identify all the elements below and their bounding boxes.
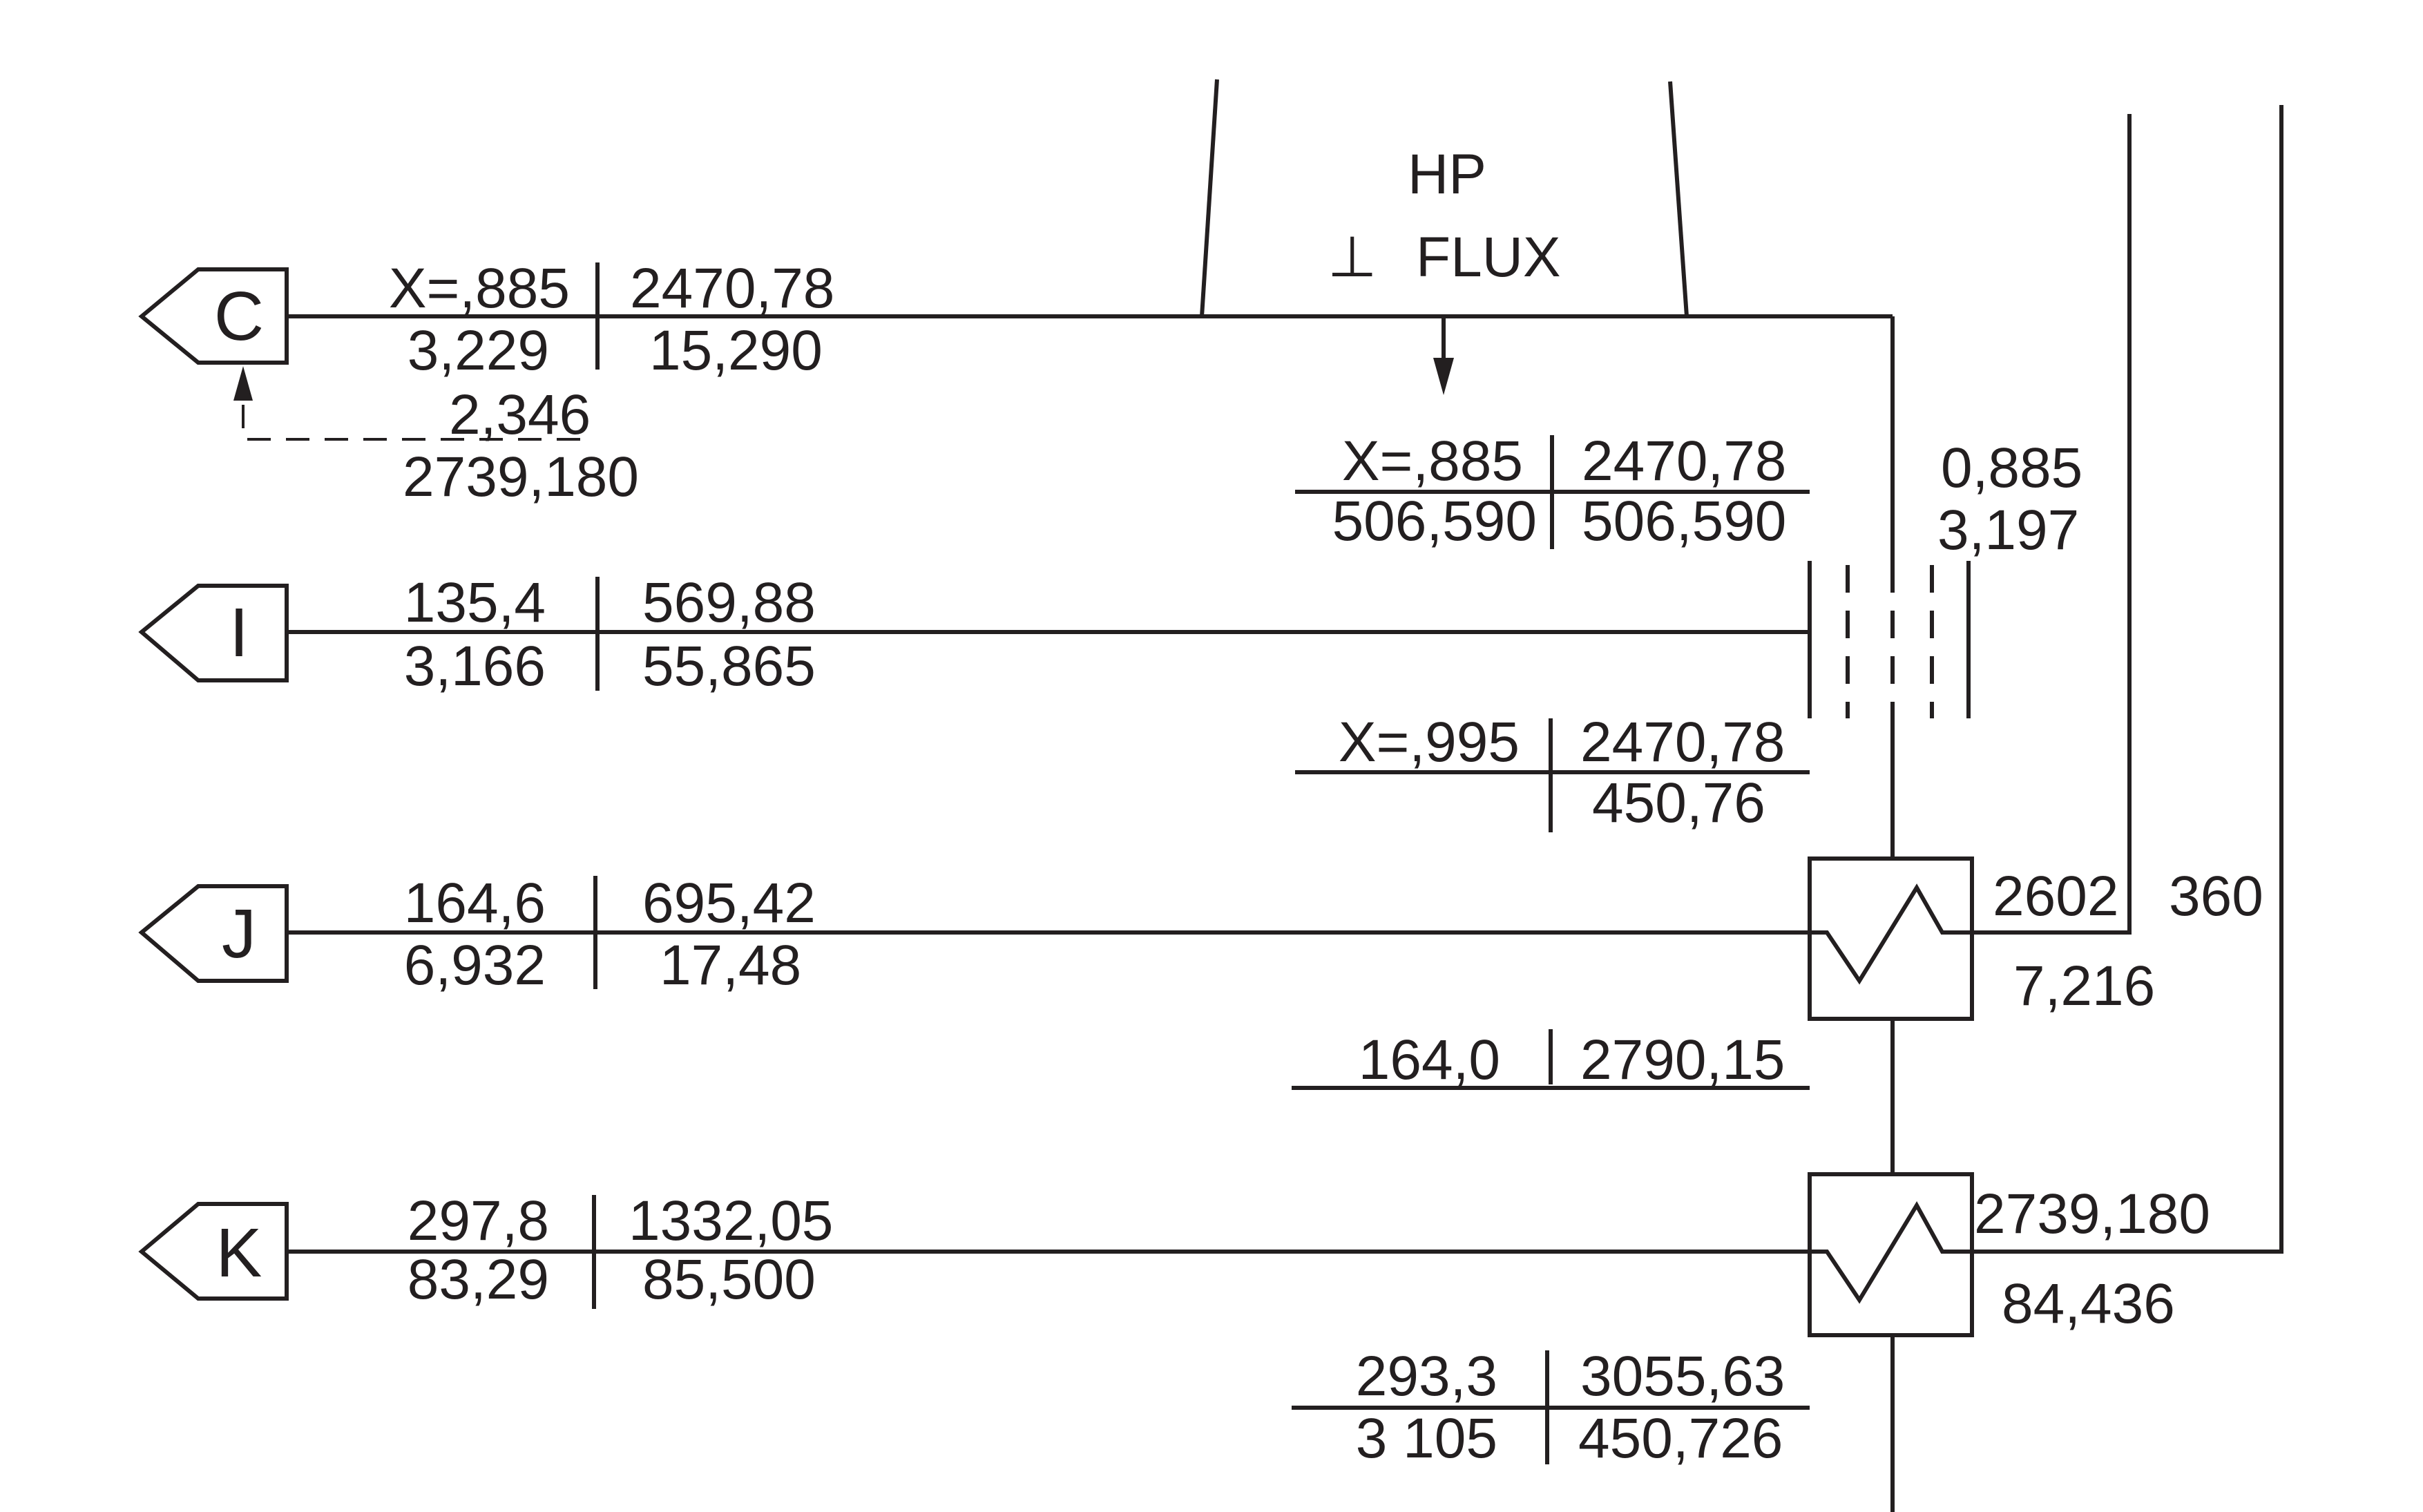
stream-mid-quality: X=,995 <box>1339 711 1520 774</box>
stream-top-table: X=,885 2470,78 506,590 506,590 <box>1295 430 1810 553</box>
line-c-quality: X=,885 <box>389 257 570 320</box>
hx2-value-a: 2739,180 <box>1974 1183 2210 1245</box>
line-k-flow: 85,500 <box>642 1248 816 1311</box>
connector-i-shape <box>138 584 289 682</box>
line-j-pressure: 6,932 <box>404 934 546 997</box>
right-top-value-2: 3,197 <box>1937 499 2079 562</box>
hx2-value-b: 84,436 <box>2002 1272 2175 1335</box>
turbine-left-wall <box>1200 79 1219 317</box>
line-i-enthalpy: 569,88 <box>642 571 816 634</box>
stream-low-table: 164,0 2790,15 <box>1292 1028 1810 1091</box>
stream-bottom-enthalpy: 3055,63 <box>1580 1345 1785 1408</box>
flux-arrow-head <box>1433 358 1454 395</box>
flux-symbol: ⊥ <box>1328 226 1377 289</box>
right-top-value-1: 0,885 <box>1941 437 2082 499</box>
recirc-dashed-line <box>242 397 580 441</box>
line-k-temperature: 297,8 <box>408 1189 549 1252</box>
connector-j: J <box>138 884 289 983</box>
stream-mid-enthalpy: 2470,78 <box>1580 711 1785 774</box>
stream-bottom-flow: 450,726 <box>1578 1407 1783 1470</box>
line-j-flow: 17,48 <box>660 934 801 997</box>
stream-bottom-temperature: 293,3 <box>1356 1345 1497 1408</box>
hx1-value-c: 7,216 <box>2013 955 2155 1017</box>
line-c-enthalpy: 2470,78 <box>630 257 834 320</box>
stream-low-enthalpy: 2790,15 <box>1580 1028 1785 1091</box>
stream-low-temperature: 164,0 <box>1359 1028 1500 1091</box>
connector-k-label: K <box>216 1214 262 1292</box>
stream-top-quality: X=,885 <box>1342 430 1523 492</box>
hx1-coil <box>1810 883 1972 985</box>
connector-c-label: C <box>214 278 264 355</box>
line-j-temperature: 164,6 <box>404 872 546 935</box>
recirc-value-bottom: 2739,180 <box>403 446 639 508</box>
hx1-value-b: 360 <box>2169 865 2263 928</box>
hx1-steam-line <box>1972 114 2132 935</box>
connector-i-label: I <box>229 594 249 671</box>
hx2-coil <box>1810 1201 1972 1304</box>
heat-exchanger-2 <box>1808 1172 1974 1337</box>
connector-k: K <box>138 1202 289 1301</box>
line-j-enthalpy: 695,42 <box>642 872 816 935</box>
flux-label: FLUX <box>1416 226 1561 289</box>
stream-top-flow-left: 506,590 <box>1332 490 1537 553</box>
hx1-box <box>1808 857 1974 1021</box>
recirculation-loop: 2,346 2739,180 <box>233 366 639 508</box>
connector-j-shape <box>138 884 289 983</box>
line-c-pressure: 3,229 <box>408 319 549 382</box>
stream-bottom-pressure: 3 105 <box>1356 1407 1497 1470</box>
stream-mid-table: X=,995 2470,78 450,76 <box>1295 711 1810 834</box>
turbine-right-wall <box>1668 81 1689 317</box>
hp-turbine: HP ⊥ FLUX <box>1200 79 1689 395</box>
line-c-flow: 15,290 <box>649 319 823 382</box>
connector-j-label: J <box>222 895 256 973</box>
line-k-enthalpy: 1332,05 <box>629 1189 833 1252</box>
recirc-value-top: 2,346 <box>449 383 591 446</box>
hx2-box <box>1808 1172 1974 1337</box>
hx2-steam-line <box>1972 105 2283 1254</box>
stream-top-enthalpy: 2470,78 <box>1582 430 1786 492</box>
connector-i: I <box>138 584 289 682</box>
stream-top-flow-right: 506,590 <box>1582 490 1786 553</box>
hx1-value-a: 2602 <box>1993 865 2118 928</box>
stream-bottom-table: 293,3 3055,63 3 105 450,726 <box>1292 1345 1810 1470</box>
recirc-arrowhead <box>233 366 253 401</box>
line-i-pressure: 3,166 <box>404 635 546 698</box>
line-i-flow: 55,865 <box>642 635 816 698</box>
connector-k-shape <box>138 1202 289 1301</box>
heat-exchanger-1 <box>1808 857 1974 1021</box>
stream-mid-flow: 450,76 <box>1592 772 1765 834</box>
line-k-pressure: 83,29 <box>408 1248 549 1311</box>
line-i-temperature: 135,4 <box>404 571 546 634</box>
connector-c: C <box>138 267 289 365</box>
separator <box>1808 561 1971 718</box>
turbine-label: HP <box>1408 143 1486 206</box>
